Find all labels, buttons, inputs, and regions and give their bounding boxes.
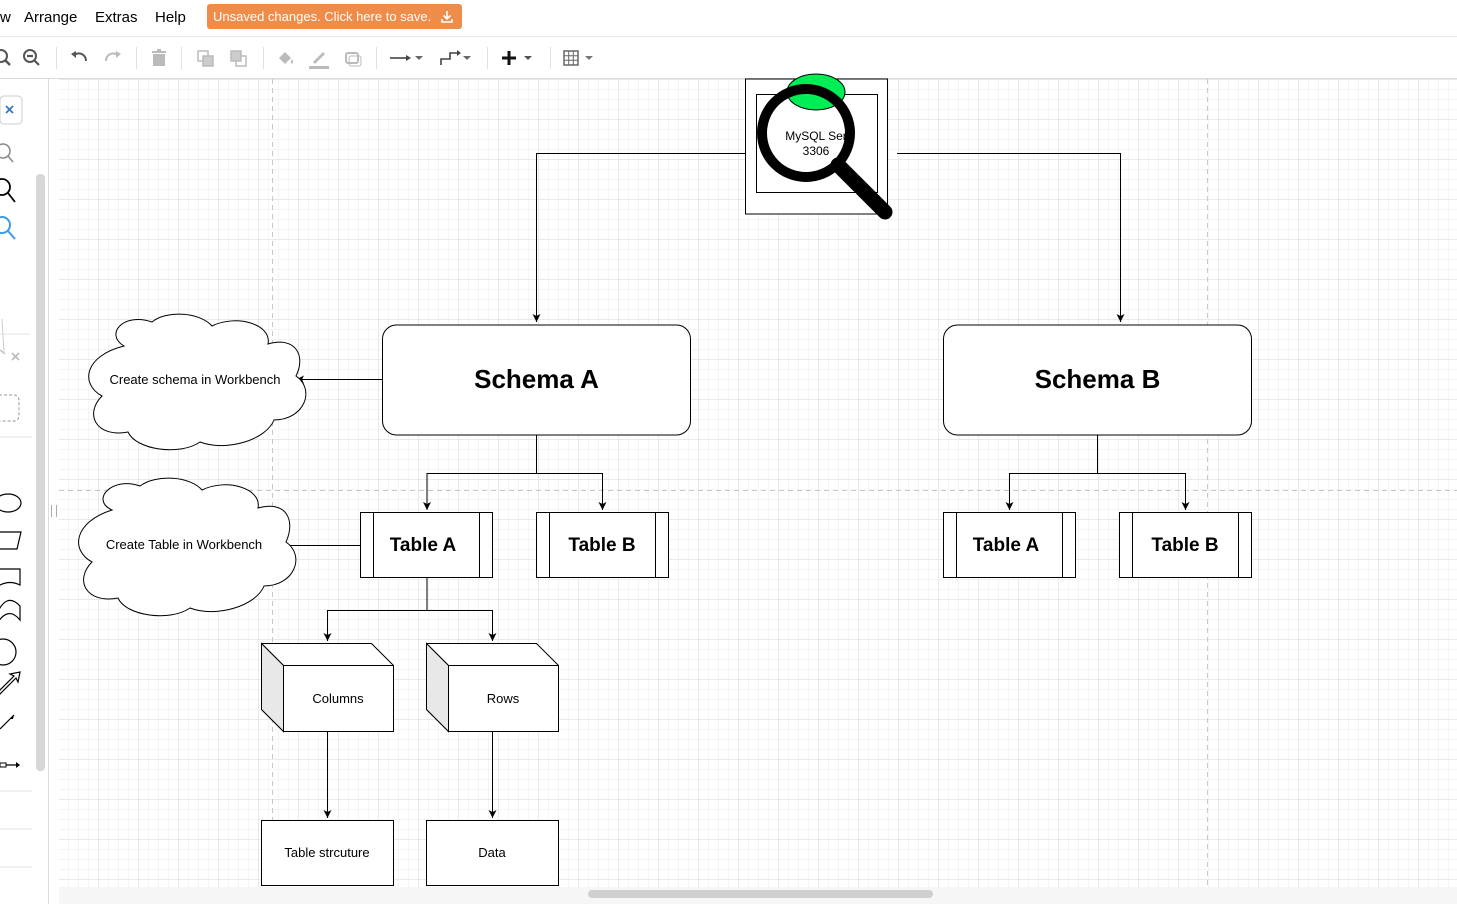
- unsaved-changes-label: Unsaved changes. Click here to save.: [213, 9, 432, 24]
- fill-color-icon[interactable]: [275, 45, 297, 71]
- menu-extras[interactable]: Extras: [95, 9, 138, 26]
- horizontal-scrollbar[interactable]: [588, 890, 933, 898]
- shadow-icon[interactable]: [342, 45, 364, 71]
- search-magnifier-icon: [0, 216, 16, 240]
- to-front-icon[interactable]: [195, 45, 217, 71]
- search-magnifier-icon: [0, 143, 14, 163]
- sidebar-scrollbar[interactable]: [36, 174, 45, 771]
- close-search-icon: [5, 105, 14, 114]
- shapes-sidebar: [0, 79, 49, 904]
- redo-icon[interactable]: [102, 45, 124, 71]
- undo-icon[interactable]: [68, 45, 90, 71]
- unsaved-changes-button[interactable]: Unsaved changes. Click here to save.: [207, 4, 462, 29]
- search-magnifier-icon: [0, 178, 16, 203]
- zoom-in-icon[interactable]: [0, 45, 14, 71]
- connection-icon[interactable]: [388, 45, 426, 71]
- diagram-canvas[interactable]: [59, 79, 1457, 887]
- zoom-out-icon[interactable]: [22, 45, 42, 71]
- menu-bar: w Arrange Extras Help Unsaved changes. C…: [0, 0, 1457, 37]
- download-icon: [440, 4, 454, 37]
- menu-arrange[interactable]: Arrange: [24, 9, 78, 26]
- menu-help[interactable]: Help: [155, 9, 186, 26]
- insert-icon[interactable]: [498, 45, 536, 71]
- close-icon: [11, 352, 20, 361]
- delete-icon[interactable]: [149, 45, 169, 71]
- toolbar: [0, 37, 1457, 79]
- table-icon[interactable]: [561, 45, 597, 71]
- menu-view[interactable]: w: [0, 9, 11, 26]
- waypoints-icon[interactable]: [438, 45, 474, 71]
- line-color-icon[interactable]: [307, 45, 331, 71]
- to-back-icon[interactable]: [228, 45, 250, 71]
- panel-resize-handle[interactable]: [51, 505, 57, 517]
